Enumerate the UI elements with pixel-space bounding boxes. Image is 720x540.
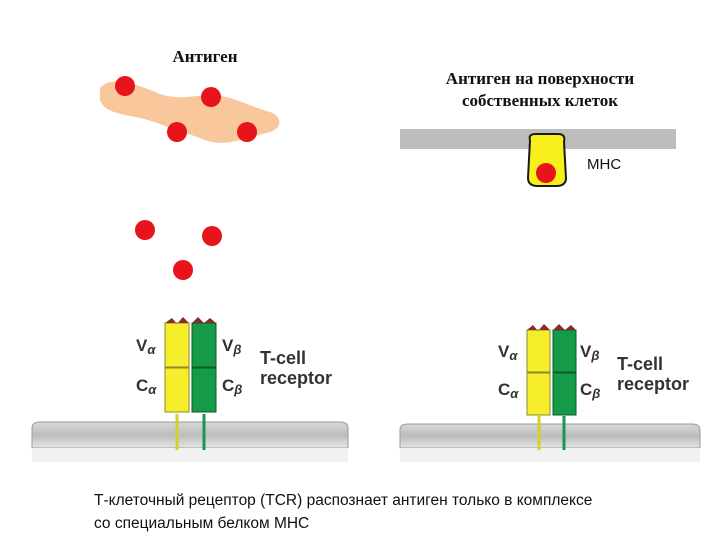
t-cell-receptor-label: T-cell receptor	[260, 348, 332, 388]
v-beta-domain	[191, 322, 217, 368]
t-cell-cytoplasm	[400, 448, 700, 462]
v-alpha-label: Vα	[498, 342, 518, 363]
alpha-binding-site	[165, 317, 189, 324]
beta-binding-site	[553, 324, 576, 330]
receptor-label-line2: receptor	[260, 368, 333, 388]
left-panel	[31, 76, 349, 462]
caption-line1: Т-клеточный рецептор (TCR) распознает ан…	[94, 492, 593, 509]
antigen-dot	[202, 226, 222, 246]
alpha-binding-site	[527, 324, 550, 331]
caption-line2: со специальным белком MHC	[94, 515, 310, 532]
c-alpha-label: Cα	[498, 380, 519, 401]
c-beta-label: Cβ	[580, 380, 601, 401]
cell-membrane	[31, 421, 349, 449]
figure-caption: Т-клеточный рецептор (TCR) распознает ан…	[94, 489, 694, 535]
beta-binding-site	[192, 317, 216, 323]
c-beta-domain	[552, 372, 577, 416]
antigen-dot	[173, 260, 193, 280]
antigen-dot	[115, 76, 135, 96]
c-alpha-label: Cα	[136, 376, 157, 397]
receptor-label-line1: T-cell	[260, 348, 307, 368]
antigen-dot	[135, 220, 155, 240]
v-beta-label: Vβ	[222, 336, 242, 357]
c-beta-label: Cβ	[222, 376, 243, 397]
cytoplasm	[32, 448, 348, 462]
right-panel	[399, 129, 701, 462]
v-beta-label: Vβ	[580, 342, 600, 363]
c-alpha-domain	[526, 372, 551, 416]
v-alpha-domain	[164, 322, 190, 368]
v-alpha-label: Vα	[136, 336, 156, 357]
receptor-label-line1: T-cell	[617, 354, 664, 374]
t-cell-receptor-label: T-cell receptor	[617, 354, 689, 394]
antigen-dot	[167, 122, 187, 142]
c-alpha-domain	[164, 367, 190, 413]
t-cell-membrane	[399, 423, 701, 449]
v-beta-domain	[552, 329, 577, 373]
antigen-dot	[237, 122, 257, 142]
left-panel-title: Антиген	[172, 47, 238, 66]
presented-antigen-dot	[536, 163, 556, 183]
antigen-carrier-blob	[100, 81, 280, 143]
mhc-label: MHC	[587, 156, 622, 173]
v-alpha-domain	[526, 329, 551, 373]
right-panel-title: Антиген на поверхности собственных клето…	[400, 68, 680, 112]
receptor-label-line2: receptor	[617, 374, 690, 394]
c-beta-domain	[191, 367, 217, 413]
right-panel-title-line2: собственных клеток	[461, 91, 619, 110]
antigen-dot	[201, 87, 221, 107]
right-panel-title-line1: Антиген на поверхности	[445, 69, 635, 88]
